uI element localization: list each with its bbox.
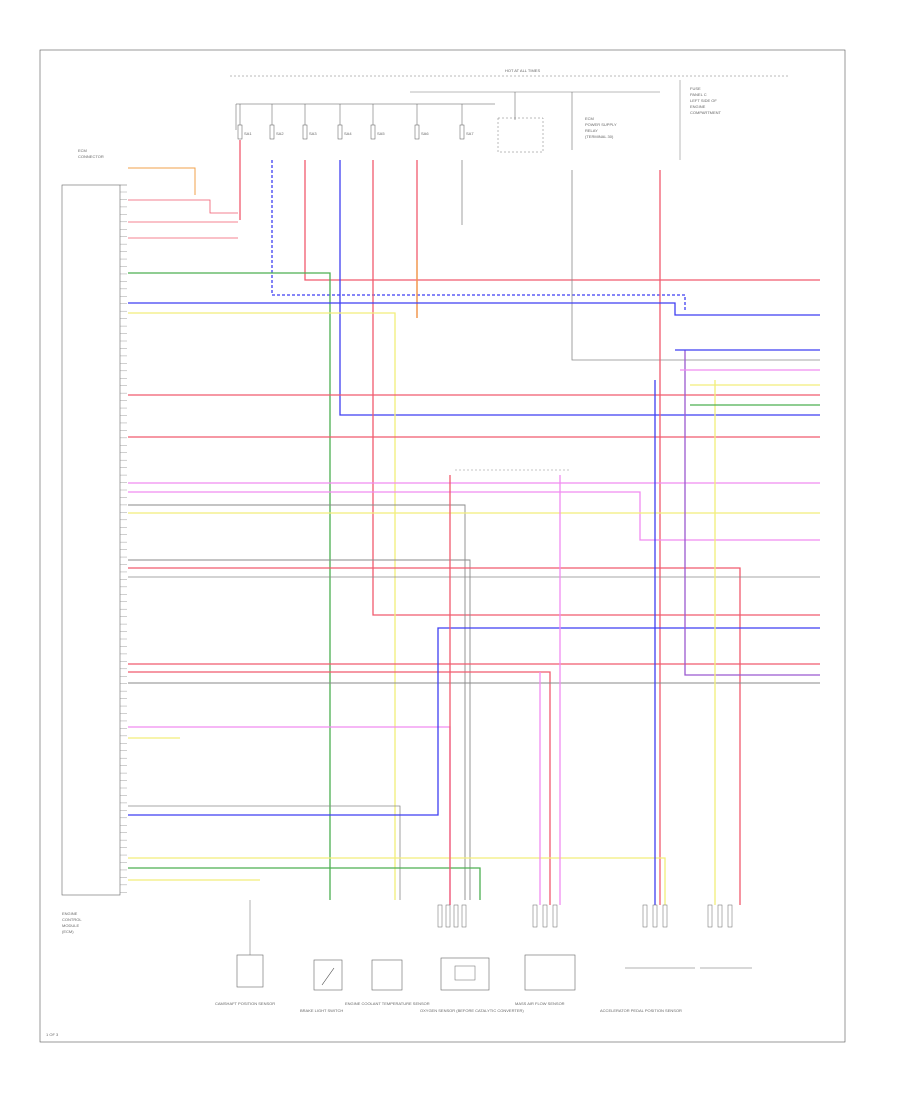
top-right-note: FUSE PANEL C LEFT SIDE OF ENGINE COMPART… (690, 86, 722, 115)
svg-text:CONTROL: CONTROL (62, 917, 82, 922)
label-maf: MASS AIR FLOW SENSOR (515, 1001, 565, 1006)
wire-yellow-858 (128, 857, 666, 905)
wire-gray-560 (128, 559, 471, 900)
svg-text:COMPARTMENT: COMPARTMENT (690, 110, 722, 115)
connector-pin-12 (717, 904, 723, 928)
wire-fuse5 (372, 160, 820, 616)
svg-text:(TERMINAL 30): (TERMINAL 30) (585, 134, 614, 139)
fuse-label-2: SA2 (276, 131, 284, 136)
wire-blue-815 (128, 627, 820, 816)
wire-green-868 (128, 867, 481, 900)
wire-group (128, 140, 820, 928)
top-title: HOT AT ALL TIMES (505, 68, 540, 73)
fuse-3: SA3 (302, 104, 317, 140)
wire-pink-727 (128, 726, 451, 905)
ecm-label: ENGINE CONTROL MODULE (ECM) (62, 911, 82, 934)
connector-pin-1 (437, 904, 443, 928)
connector-pin-13 (727, 904, 733, 928)
wire-purple-right (684, 350, 820, 676)
diagram-frame (39, 49, 846, 1043)
wire-red-568 (128, 567, 741, 905)
wire-fuse4 (339, 160, 820, 416)
connector-pin-11 (707, 904, 713, 928)
connector-pin-3 (453, 904, 459, 928)
wire-red-672 (128, 671, 551, 905)
fuse-group: SA1 SA2 SA3 SA4 SA5 SA6 SA7 (237, 104, 474, 140)
connector-pin-2 (445, 904, 451, 928)
connector-pin-4 (461, 904, 467, 928)
page-ref: 1 OF 3 (46, 1032, 59, 1037)
wire-fuse2 (271, 160, 686, 310)
wire-blue-303 (128, 302, 820, 316)
connector-pin-7 (552, 904, 558, 928)
fuse-label-5: SA5 (377, 131, 385, 136)
oxygen-sensor (440, 957, 490, 991)
ecm-power-relay: ECM POWER SUPPLY RELAY (TERMINAL 30) (497, 92, 617, 153)
svg-text:MODULE: MODULE (62, 923, 79, 928)
connector-pin-9 (652, 904, 658, 928)
fuse-label-4: SA4 (344, 131, 352, 136)
left-connector-label: ECM CONNECTOR (78, 148, 104, 159)
label-brake-switch: BRAKE LIGHT SWITCH (300, 1008, 343, 1013)
svg-text:RELAY: RELAY (585, 128, 598, 133)
fuse-label-7: SA7 (466, 131, 474, 136)
svg-text:ECM: ECM (78, 148, 87, 153)
fuse-6: SA6 (414, 104, 429, 140)
svg-text:LEFT SIDE OF: LEFT SIDE OF (690, 98, 717, 103)
svg-text:CONNECTOR: CONNECTOR (78, 154, 104, 159)
wire-pink-492 (128, 491, 820, 541)
fuse-5: SA5 (370, 104, 385, 140)
coolant-temp-sensor (371, 959, 403, 991)
label-camshaft: CAMSHAFT POSITION SENSOR (215, 1001, 275, 1006)
wire-pin-orange (128, 167, 196, 195)
wire-gray-505 (128, 504, 466, 900)
fuse-label-3: SA3 (309, 131, 317, 136)
mass-air-flow-sensor (524, 954, 576, 991)
svg-text:ENGINE: ENGINE (62, 911, 78, 916)
fuse-4: SA4 (337, 104, 352, 140)
wire-yellow-313 (128, 312, 396, 900)
fuse-label-6: SA6 (421, 131, 429, 136)
wire-relay (571, 170, 820, 361)
connector-pin-8 (642, 904, 648, 928)
connector-pin-5 (532, 904, 538, 928)
ecm-pin-group (120, 191, 127, 893)
ecm-module-box (61, 184, 121, 896)
fuse-7: SA7 (459, 104, 474, 140)
bottom-labels: CAMSHAFT POSITION SENSOR BRAKE LIGHT SWI… (215, 1001, 682, 1013)
connector-pin-6 (542, 904, 548, 928)
brake-light-switch (313, 959, 343, 991)
wire-green (128, 272, 331, 900)
wire-gray-806 (128, 805, 401, 900)
svg-text:POWER SUPPLY: POWER SUPPLY (585, 122, 617, 127)
connector-pin-10 (662, 904, 668, 928)
camshaft-position-sensor (236, 900, 264, 988)
wire-fuse3 (304, 160, 820, 281)
svg-text:PANEL C: PANEL C (690, 92, 707, 97)
fuse-2: SA2 (269, 104, 284, 140)
wire-pin-a (128, 199, 238, 214)
svg-text:ECM: ECM (585, 116, 594, 121)
label-oxygen: OXYGEN SENSOR (BEFORE CATALYTIC CONVERTE… (420, 1008, 524, 1013)
svg-text:ENGINE: ENGINE (690, 104, 706, 109)
label-coolant: ENGINE COOLANT TEMPERATURE SENSOR (345, 1001, 430, 1006)
label-accelerator: ACCELERATOR PEDAL POSITION SENSOR (600, 1008, 682, 1013)
fuse-1: SA1 (237, 104, 252, 140)
svg-text:FUSE: FUSE (690, 86, 701, 91)
fuse-label-1: SA1 (244, 131, 252, 136)
svg-text:(ECM): (ECM) (62, 929, 74, 934)
